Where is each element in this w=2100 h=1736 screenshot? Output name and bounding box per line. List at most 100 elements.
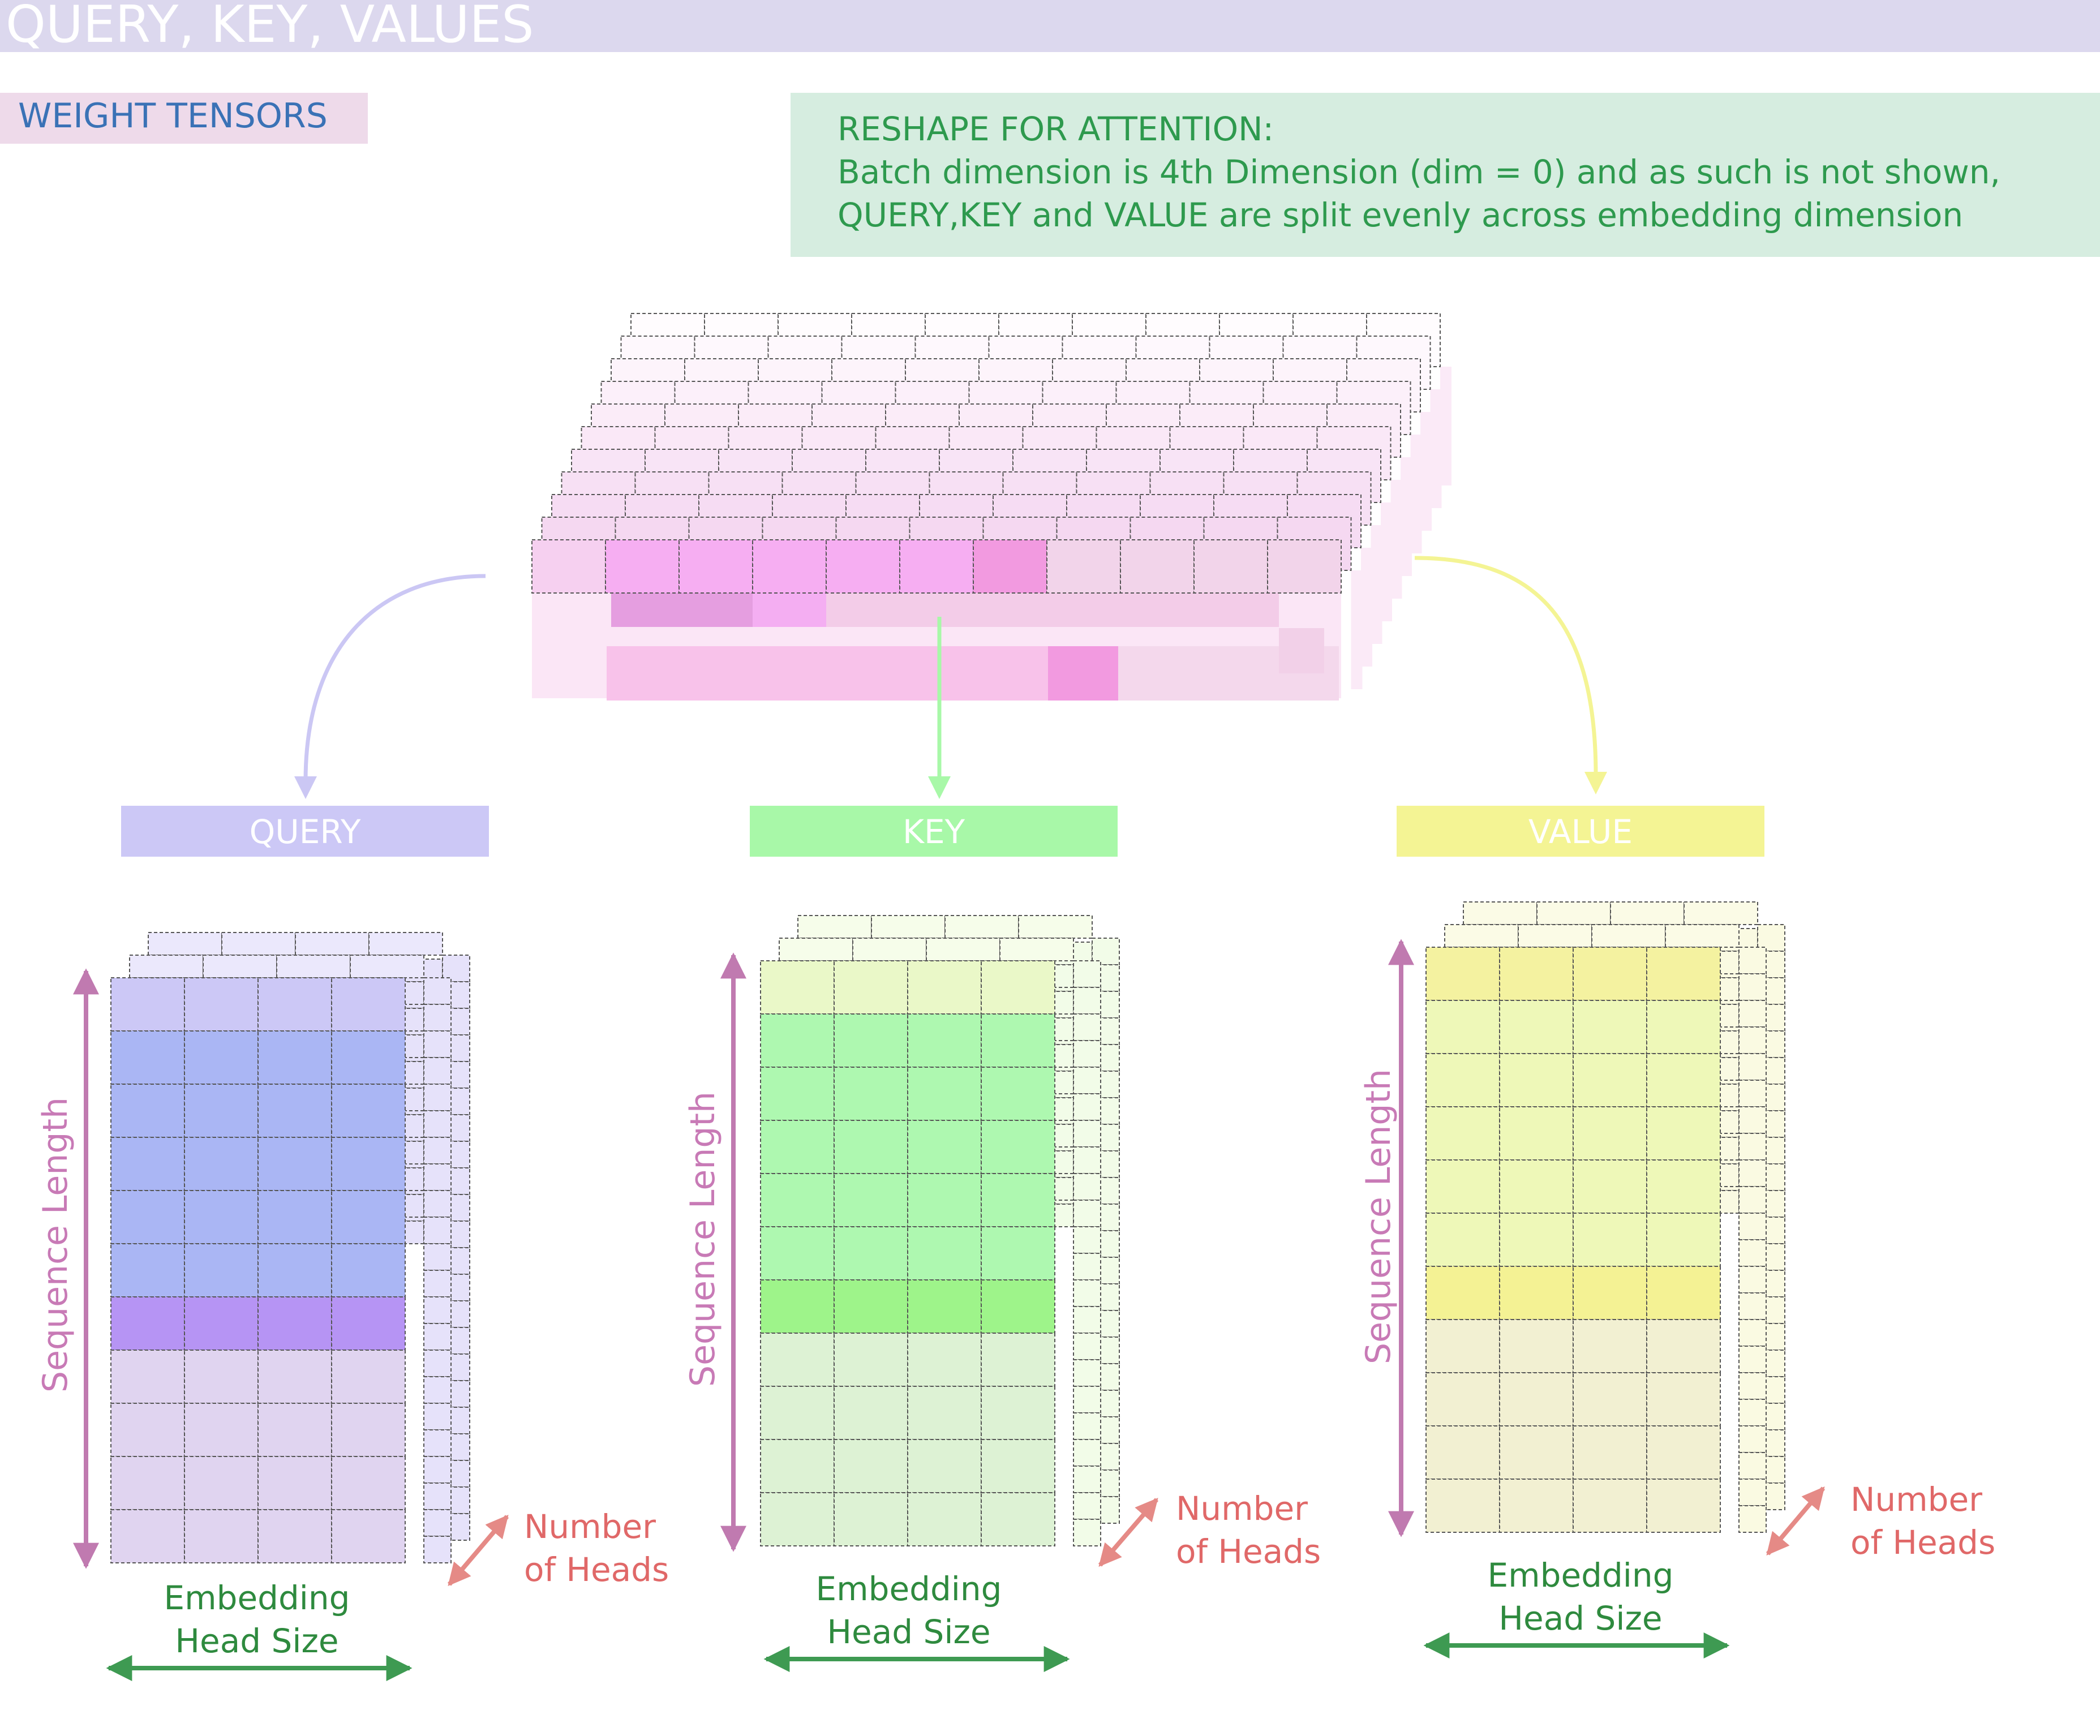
back-head-cell bbox=[368, 932, 443, 956]
head-cell bbox=[184, 1350, 259, 1404]
head-cell bbox=[1425, 1159, 1500, 1214]
head-cell bbox=[184, 1137, 259, 1191]
head-cell bbox=[760, 1492, 835, 1546]
head-cell bbox=[760, 1120, 835, 1174]
head-cell bbox=[184, 977, 259, 1032]
weight-front-cell bbox=[973, 539, 1047, 594]
head-cell bbox=[110, 1456, 185, 1510]
back-head-side-cell bbox=[1738, 1479, 1767, 1506]
back-head-side-cell bbox=[1738, 1399, 1767, 1426]
head-cell bbox=[760, 1013, 835, 1068]
back-head-side-cell bbox=[423, 1536, 452, 1563]
back-head-side-cell bbox=[423, 1323, 452, 1351]
key-title-bar bbox=[750, 806, 1118, 857]
back-head-cell bbox=[779, 938, 853, 961]
head-cell bbox=[1646, 1479, 1721, 1533]
head-cell bbox=[110, 1084, 185, 1138]
weight-tensors-label-bg bbox=[0, 93, 368, 144]
back-head-side-cell bbox=[1738, 947, 1767, 974]
head-cell bbox=[331, 1137, 406, 1191]
head-cell bbox=[760, 1226, 835, 1280]
back-head-side-cell bbox=[1738, 1186, 1767, 1214]
value-tensor: Sequence Length Embedding Head Size Numb… bbox=[1359, 901, 1995, 1658]
weight-layer-side bbox=[1410, 435, 1422, 553]
head-cell bbox=[1425, 1319, 1500, 1373]
back-head-cell bbox=[797, 915, 872, 939]
head-cell bbox=[110, 1296, 185, 1351]
head-cell bbox=[1499, 1425, 1574, 1480]
head-cell bbox=[257, 1030, 332, 1085]
query-tensor: Sequence Length Embedding Head Size Numb… bbox=[36, 932, 669, 1681]
head-cell bbox=[834, 1013, 908, 1068]
back-head-side-cell bbox=[1073, 1253, 1101, 1280]
back-head-side-cell bbox=[1738, 973, 1767, 1001]
back-head-side-cell bbox=[1738, 1080, 1767, 1107]
head-cell bbox=[981, 1067, 1055, 1121]
query-title: QUERY bbox=[250, 813, 361, 851]
head-cell bbox=[110, 1509, 185, 1563]
weight-tensor-body-cell bbox=[1279, 628, 1324, 673]
back-head-side-cell bbox=[1073, 1093, 1101, 1121]
back-head-side-cell bbox=[423, 1509, 452, 1537]
head-cell bbox=[834, 960, 908, 1015]
head-cell bbox=[331, 1190, 406, 1244]
key-emb-label-2: Head Size bbox=[827, 1613, 990, 1651]
head-cell bbox=[1573, 1479, 1647, 1533]
head-cell bbox=[257, 1137, 332, 1191]
back-head-cell bbox=[1444, 924, 1519, 948]
weight-front-cell bbox=[678, 539, 753, 594]
weight-front-cell bbox=[605, 539, 680, 594]
head-cell bbox=[1499, 1053, 1574, 1107]
head-cell bbox=[907, 1333, 982, 1387]
back-head-side-cell bbox=[1073, 1333, 1101, 1360]
weight-front-cell bbox=[899, 539, 974, 594]
back-head-side-cell bbox=[1073, 987, 1101, 1015]
head-cell bbox=[257, 1190, 332, 1244]
head-cell bbox=[1573, 1425, 1647, 1480]
head-cell bbox=[834, 1226, 908, 1280]
weight-layer-side bbox=[1351, 570, 1363, 689]
head-cell bbox=[1573, 1372, 1647, 1426]
value-title-bar bbox=[1397, 806, 1764, 857]
head-cell bbox=[1573, 1106, 1647, 1161]
head-cell bbox=[981, 1333, 1055, 1387]
key-emb-label-1: Embedding bbox=[816, 1570, 1002, 1608]
head-cell bbox=[907, 1013, 982, 1068]
head-cell bbox=[1646, 1213, 1721, 1267]
head-cell bbox=[1646, 1000, 1721, 1054]
back-head-side-cell bbox=[1738, 1425, 1767, 1453]
head-cell bbox=[1499, 1266, 1574, 1320]
key-heads-arrow bbox=[1098, 1497, 1159, 1567]
head-cell bbox=[1573, 947, 1647, 1001]
head-cell bbox=[907, 1173, 982, 1227]
head-cell bbox=[981, 1226, 1055, 1280]
head-cell bbox=[1573, 1000, 1647, 1054]
back-head-side-cell bbox=[1073, 1279, 1101, 1307]
weight-layer-side bbox=[1361, 548, 1372, 667]
head-cell bbox=[257, 1350, 332, 1404]
head-cell bbox=[331, 1509, 406, 1563]
value-split-arrowhead bbox=[1584, 772, 1607, 794]
back-head-side-cell bbox=[1738, 1505, 1767, 1533]
back-head-side-cell bbox=[1738, 1292, 1767, 1320]
head-cell bbox=[331, 1456, 406, 1510]
back-head-cell bbox=[1536, 901, 1611, 925]
back-head-cell bbox=[1610, 901, 1685, 925]
head-cell bbox=[760, 1173, 835, 1227]
weight-front-cell bbox=[752, 539, 827, 594]
head-cell bbox=[1425, 1000, 1500, 1054]
back-head-cell bbox=[148, 932, 222, 956]
back-head-side-cell bbox=[1738, 1452, 1767, 1480]
head-cell bbox=[331, 1296, 406, 1351]
back-head-side-cell bbox=[423, 1376, 452, 1404]
weight-tensor-body-cell bbox=[607, 646, 1048, 701]
back-head-cell bbox=[926, 938, 1000, 961]
head-cell bbox=[1499, 1000, 1574, 1054]
back-head-cell bbox=[350, 955, 424, 978]
head-cell bbox=[331, 1243, 406, 1297]
head-cell bbox=[1425, 1213, 1500, 1267]
head-cell bbox=[184, 1190, 259, 1244]
head-cell bbox=[184, 1296, 259, 1351]
back-head-side-cell bbox=[1738, 1026, 1767, 1054]
